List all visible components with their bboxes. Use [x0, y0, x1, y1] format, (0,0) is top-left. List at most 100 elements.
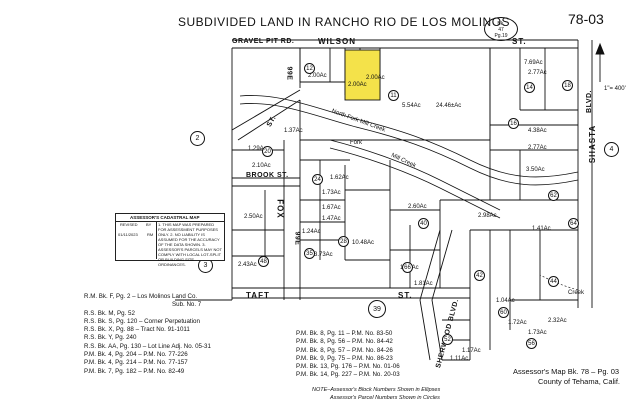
parcel-number: 35	[304, 248, 315, 259]
road-fox: FOX	[275, 199, 285, 219]
parcel-acre: 1.62Ac	[330, 175, 349, 181]
revised-by: RM	[147, 232, 154, 237]
parcel-number: 18	[562, 80, 573, 91]
road-shasta: SHASTA	[588, 124, 598, 164]
references-right: P.M. Bk. 8, Pg. 11 – P.M. No. 83-50 P.M.…	[296, 330, 400, 380]
book-tag-line2: 47	[498, 27, 504, 33]
parcel-acre: 1.67Ac	[322, 205, 341, 211]
road-99e: 99E	[293, 231, 301, 246]
parcel-acre: 2.00Ac	[308, 73, 327, 79]
reference-line: R.S. Bk. S, Pg. 120 – Corner Perpetuatio…	[84, 317, 200, 325]
parcel-acre: 2.77Ac	[528, 145, 547, 151]
block-number: 39	[368, 300, 386, 318]
reference-line: P.M. Bk. 4, Pg. 204 – P.M. No. 77-226	[84, 351, 188, 359]
reference-line: P.M. Bk. 8, Pg. 57 – P.M. No. 84-26	[296, 346, 393, 354]
parcel-number: 48	[258, 256, 269, 267]
north-arrow-icon	[595, 42, 605, 82]
parcel-number: 20	[262, 146, 273, 157]
parcel-number: 62	[548, 190, 559, 201]
block-number: 2	[190, 131, 205, 146]
footer-note-blocks: NOTE–Assessor's Block Numbers Shown in E…	[312, 387, 441, 393]
reference-line: R.S. Bk. Y, Pg. 240	[84, 334, 137, 342]
scale-label: 1"= 400'	[604, 86, 626, 92]
parcel-number: 42	[474, 270, 485, 281]
book-tag: Bk. 47 Pg.19	[484, 17, 518, 41]
parcel-acre: 1.81Ac	[414, 281, 433, 287]
book-tag-line3: Pg.19	[494, 33, 508, 39]
reference-line: P.M. Bk. 13, Pg. 176 – P.M. No. 01-06	[296, 363, 400, 371]
parcel-acre: 2.10Ac	[252, 163, 271, 169]
parcel-number: 64	[568, 218, 579, 229]
parcel-acre: 2.32Ac	[548, 318, 567, 324]
reference-line: R.S. Bk. M, Pg. 52	[84, 309, 135, 317]
reference-line: P.M. Bk. 8, Pg. 11 – P.M. No. 83-50	[296, 330, 393, 337]
cadastral-info-box: ASSESSOR'S CADASTRAL MAP REVISED BY 01/1…	[115, 213, 225, 267]
parcel-number: 16	[508, 118, 519, 129]
reference-line: P.M. Bk. 8, Pg. 56 – P.M. No. 84-42	[296, 338, 393, 346]
road-99e-top: 99E	[285, 66, 293, 81]
reference-line: P.M. Bk. 14, Pg. 227 – P.M. No. 20-03	[296, 371, 400, 379]
map-title: SUBDIVIDED LAND IN RANCHO RIO DE LOS MOL…	[178, 15, 511, 29]
cadastral-title: ASSESSOR'S CADASTRAL MAP	[130, 215, 200, 220]
reference-line: P.M. Bk. 7, Pg. 182 – P.M. No. 82-49	[84, 367, 185, 375]
parcel-acre: 1.11Ac	[450, 356, 469, 362]
road-shasta-blvd: BLVD.	[585, 90, 593, 113]
assessor-map-ref: Assessor's Map Bk. 78 – Pg. 03	[513, 367, 620, 376]
parcel-acre: 1.47Ac	[322, 216, 341, 222]
parcel-number: 60	[498, 307, 509, 318]
block-number: 4	[604, 142, 619, 157]
map-number: 78-03	[568, 11, 604, 27]
references-left: R.M. Bk. F, Pg. 2 – Los Molinos Land Co.…	[84, 293, 211, 376]
road-wilson-st: ST.	[512, 37, 527, 46]
parcel-acre: 2.77Ac	[528, 70, 547, 76]
parcel-number: 56	[526, 338, 537, 349]
parcel-acre: 1.73Ac	[322, 190, 341, 196]
road-gravel-pit: GRAVEL PIT RD.	[232, 38, 295, 45]
parcel-acre: 1.17Ac	[462, 348, 481, 354]
cadastral-notes: 1. THIS MAP WAS PREPARED FOR ASSESSMENT …	[158, 222, 222, 267]
road-taft-st: ST.	[398, 291, 413, 300]
parcel-acre: 1.72Ac	[508, 320, 527, 326]
parcel-acre: 2.60Ac	[408, 204, 427, 210]
parcel-acre: 1.73Ac	[528, 330, 547, 336]
road-brook: BROOK ST.	[246, 172, 289, 179]
parcel-acre: 2.98Ac	[478, 213, 497, 219]
parcel-number: 24	[312, 174, 323, 185]
parcel-number: 12	[304, 63, 315, 74]
parcel-acre: 3.73Ac	[314, 252, 333, 258]
county-label: County of Tehama, Calif.	[538, 377, 620, 386]
reference-line: R.M. Bk. F, Pg. 2 – Los Molinos Land Co.	[84, 293, 198, 300]
road-wilson: WILSON	[318, 37, 356, 46]
footer-note-parcels: Assessor's Parcel Numbers Shown in Circl…	[330, 395, 440, 401]
parcel-acre: 10.48Ac	[352, 240, 375, 246]
parcel-number: 40	[418, 218, 429, 229]
parcel-number: 14	[524, 82, 535, 93]
parcel-acre: 24.46±Ac	[436, 103, 462, 109]
highlighted-parcel	[344, 49, 381, 101]
label-fork: Fork	[350, 140, 362, 146]
reference-line: P.M. Bk. 9, Pg. 75 – P.M. No. 86-23	[296, 354, 393, 362]
parcel-acre: 1.24Ac	[302, 229, 321, 235]
by-header: BY	[146, 222, 152, 227]
parcel-number: 52	[442, 334, 453, 345]
revised-header: REVISED	[120, 222, 138, 227]
label-creek: Creek	[568, 290, 585, 296]
parcel-number: 28	[338, 236, 349, 247]
parcel-number: 11	[388, 90, 399, 101]
parcel-acre: 2.43Ac	[238, 262, 257, 268]
reference-line: R.S. Bk. AA, Pg. 130 – Lot Line Adj. No.…	[84, 342, 211, 350]
reference-line: R.S. Bk. X, Pg. 88 – Tract No. 91-1011	[84, 326, 190, 334]
revised-date: 01/11/2023	[118, 232, 138, 237]
reference-line: P.M. Bk. 4, Pg. 214 – P.M. No. 77-157	[84, 359, 188, 367]
parcel-number: 44	[548, 276, 559, 287]
parcel-acre: 2.00Ac	[366, 75, 385, 81]
parcel-acre: 7.69Ac	[524, 60, 543, 66]
parcel-acre: 4.38Ac	[528, 128, 547, 134]
reference-line: Sub. No. 7	[172, 301, 202, 309]
parcel-acre: 1.29Ac	[248, 146, 267, 152]
parcel-acre: 1.37Ac	[284, 128, 303, 134]
parcel-acre: 2.50Ac	[244, 214, 263, 220]
parcel-acre: 1.41Ac	[532, 226, 551, 232]
parcel-acre: 2.00Ac	[348, 82, 367, 88]
